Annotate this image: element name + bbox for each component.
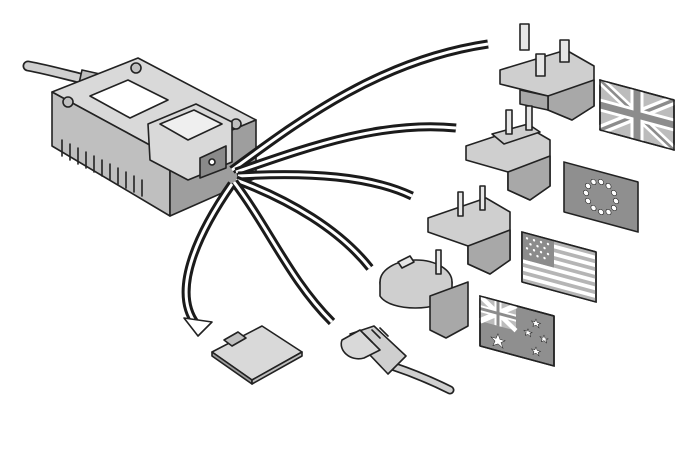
pin (519, 23, 530, 51)
au-plug-adapter (379, 249, 469, 339)
pin (479, 185, 486, 211)
eu-flag (563, 161, 639, 233)
uk-plug-adapter (499, 23, 595, 121)
iec-power-cord (340, 325, 455, 395)
pin (535, 53, 546, 77)
screw-icon (130, 62, 142, 74)
cover-plate (211, 325, 303, 385)
eu-plug-adapter (465, 105, 551, 201)
pin (435, 249, 442, 275)
pin (505, 109, 513, 135)
au-flag (478, 294, 555, 367)
power-supply-housing (51, 57, 257, 217)
pin (525, 105, 533, 131)
pin (457, 191, 464, 217)
vent-slots (61, 139, 143, 197)
screw-icon (62, 96, 74, 108)
uk-flag (597, 76, 677, 154)
us-plug-adapter (427, 185, 511, 275)
us-flag (521, 231, 597, 303)
pin (559, 39, 570, 63)
arrows (181, 39, 489, 337)
